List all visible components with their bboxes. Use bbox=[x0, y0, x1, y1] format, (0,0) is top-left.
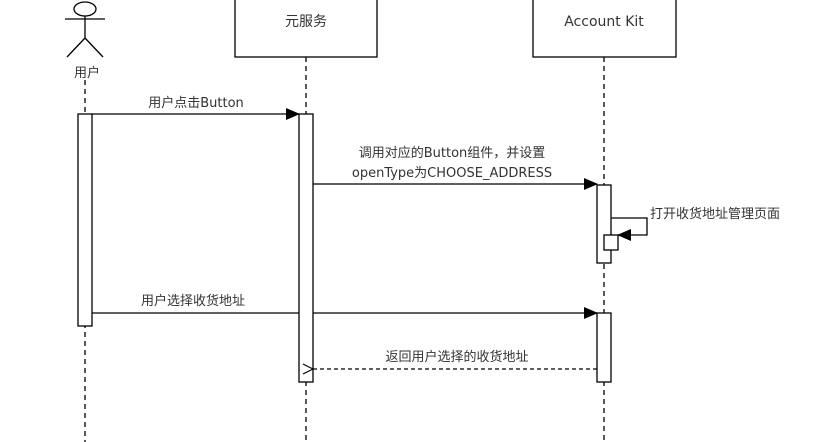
participant-user-label: 用户 bbox=[74, 65, 100, 81]
message-label: 用户点击Button bbox=[148, 95, 244, 111]
participant-account-kit: Account Kit bbox=[532, 0, 677, 58]
participant-service: 元服务 bbox=[234, 0, 378, 58]
activation-service bbox=[298, 113, 314, 383]
participant-user: 用户 bbox=[65, 1, 105, 81]
arrow-self bbox=[611, 217, 648, 241]
activation-account-kit-1 bbox=[596, 184, 612, 264]
actor-icon bbox=[65, 1, 105, 58]
message-open-address-page: 打开收货地址管理页面 bbox=[611, 206, 780, 241]
activation-account-kit-nested bbox=[603, 234, 619, 251]
participant-account-kit-label: Account Kit bbox=[564, 14, 644, 30]
activation-user bbox=[77, 113, 93, 327]
message-user-select-address: 用户选择收货地址 bbox=[92, 293, 598, 319]
participant-service-label: 元服务 bbox=[285, 14, 327, 30]
message-label: 打开收货地址管理页面 bbox=[650, 206, 780, 222]
message-label-line2: openType为CHOOSE_ADDRESS bbox=[352, 166, 552, 181]
message-return-address: 返回用户选择的收货地址 bbox=[313, 349, 597, 369]
activation-account-kit-2 bbox=[596, 312, 612, 383]
message-call-button-component: 调用对应的Button组件，并设置 openType为CHOOSE_ADDRES… bbox=[313, 145, 598, 190]
message-user-click-button: 用户点击Button bbox=[92, 95, 300, 120]
participant-service-box bbox=[234, 0, 378, 58]
message-label-line1: 调用对应的Button组件，并设置 bbox=[359, 145, 546, 161]
message-label: 用户选择收货地址 bbox=[141, 293, 245, 309]
message-label: 返回用户选择的收货地址 bbox=[385, 349, 528, 365]
